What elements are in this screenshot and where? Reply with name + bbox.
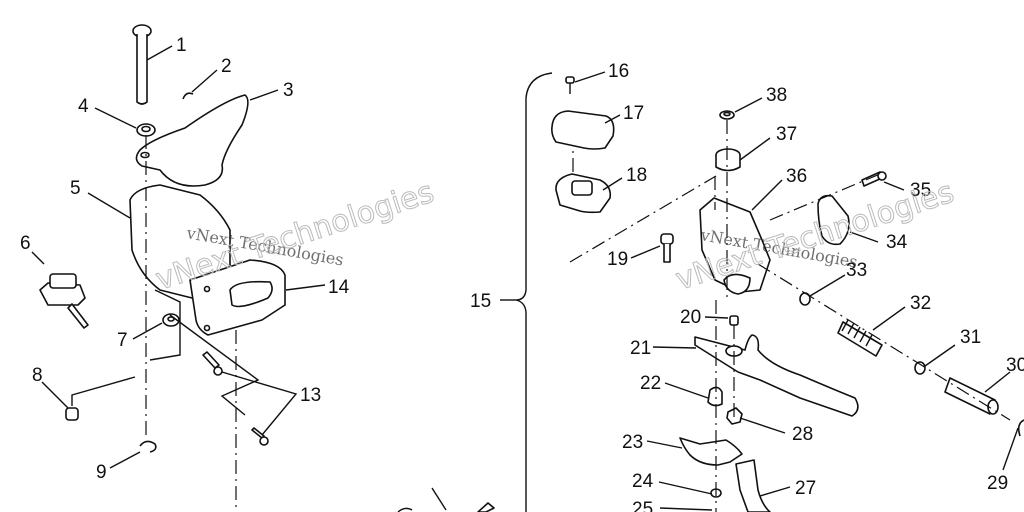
callout-34: 34 (886, 232, 908, 253)
callout-30: 30 (1006, 355, 1024, 376)
part-13-screws (202, 351, 269, 446)
callout-5: 5 (70, 178, 81, 199)
part-7-grommet (162, 313, 180, 327)
part-2-clip (182, 92, 194, 100)
callout-15: 15 (470, 291, 491, 312)
callout-16: 16 (608, 61, 629, 82)
part-34-clamp (817, 194, 850, 246)
part-29-clip (1017, 419, 1024, 437)
callout-38: 38 (766, 85, 787, 106)
callout-13: 13 (300, 385, 321, 406)
part-20-pin (729, 315, 739, 326)
callout-32: 32 (910, 293, 931, 314)
part-3-hole (140, 151, 150, 159)
part-18-diaphragm (555, 173, 612, 214)
callout-37: 37 (776, 124, 797, 145)
callout-28: 28 (792, 424, 813, 445)
part-38-washer (719, 110, 735, 120)
part-35-bolt (861, 171, 887, 187)
part-8-nut (65, 407, 79, 421)
callout-29: 29 (987, 473, 1008, 494)
part-17-cap (551, 110, 615, 150)
callout-4: 4 (78, 96, 89, 117)
callout-24: 24 (632, 471, 654, 492)
part-37-sleeve (715, 148, 741, 172)
callout-25: 25 (632, 499, 653, 512)
callout-22: 22 (640, 373, 661, 394)
bottom-screw (477, 502, 495, 512)
callout-7: 7 (117, 330, 128, 351)
callout-23: 23 (622, 432, 643, 453)
part-1-pin (132, 24, 152, 105)
part-31-washer (914, 361, 926, 375)
part-16-screw (565, 76, 575, 94)
part-9-eclip (139, 440, 157, 453)
part-27-switch (735, 459, 771, 512)
part-3-bracket (135, 94, 249, 187)
callout-2: 2 (221, 56, 232, 77)
callout-17: 17 (623, 103, 644, 124)
callout-36: 36 (786, 166, 807, 187)
callout-14: 14 (328, 277, 350, 298)
callout-21: 21 (630, 338, 651, 359)
part-23-bracket (679, 437, 743, 466)
callout-20: 20 (680, 307, 701, 328)
callout-27: 27 (795, 478, 816, 499)
callout-33: 33 (846, 260, 867, 281)
part-36-body (699, 197, 771, 295)
part-4-washer (136, 123, 156, 137)
part-32-spring (837, 319, 883, 357)
part-30-piston (944, 377, 999, 415)
callout-18: 18 (626, 165, 647, 186)
callout-8: 8 (32, 365, 43, 386)
callout-6: 6 (20, 233, 31, 254)
part-5-housing (129, 184, 231, 301)
part-19-bolt (660, 233, 674, 263)
callout-35: 35 (910, 180, 931, 201)
part-22-spring (707, 386, 723, 407)
callout-1: 1 (176, 35, 187, 56)
callout-19: 19 (607, 249, 628, 270)
part-14-cover (189, 259, 286, 336)
callout-9: 9 (96, 462, 107, 483)
callout-31: 31 (960, 327, 981, 348)
part-6-slide (39, 273, 89, 329)
bracket-15-brace (515, 72, 553, 512)
callout-3: 3 (283, 80, 294, 101)
